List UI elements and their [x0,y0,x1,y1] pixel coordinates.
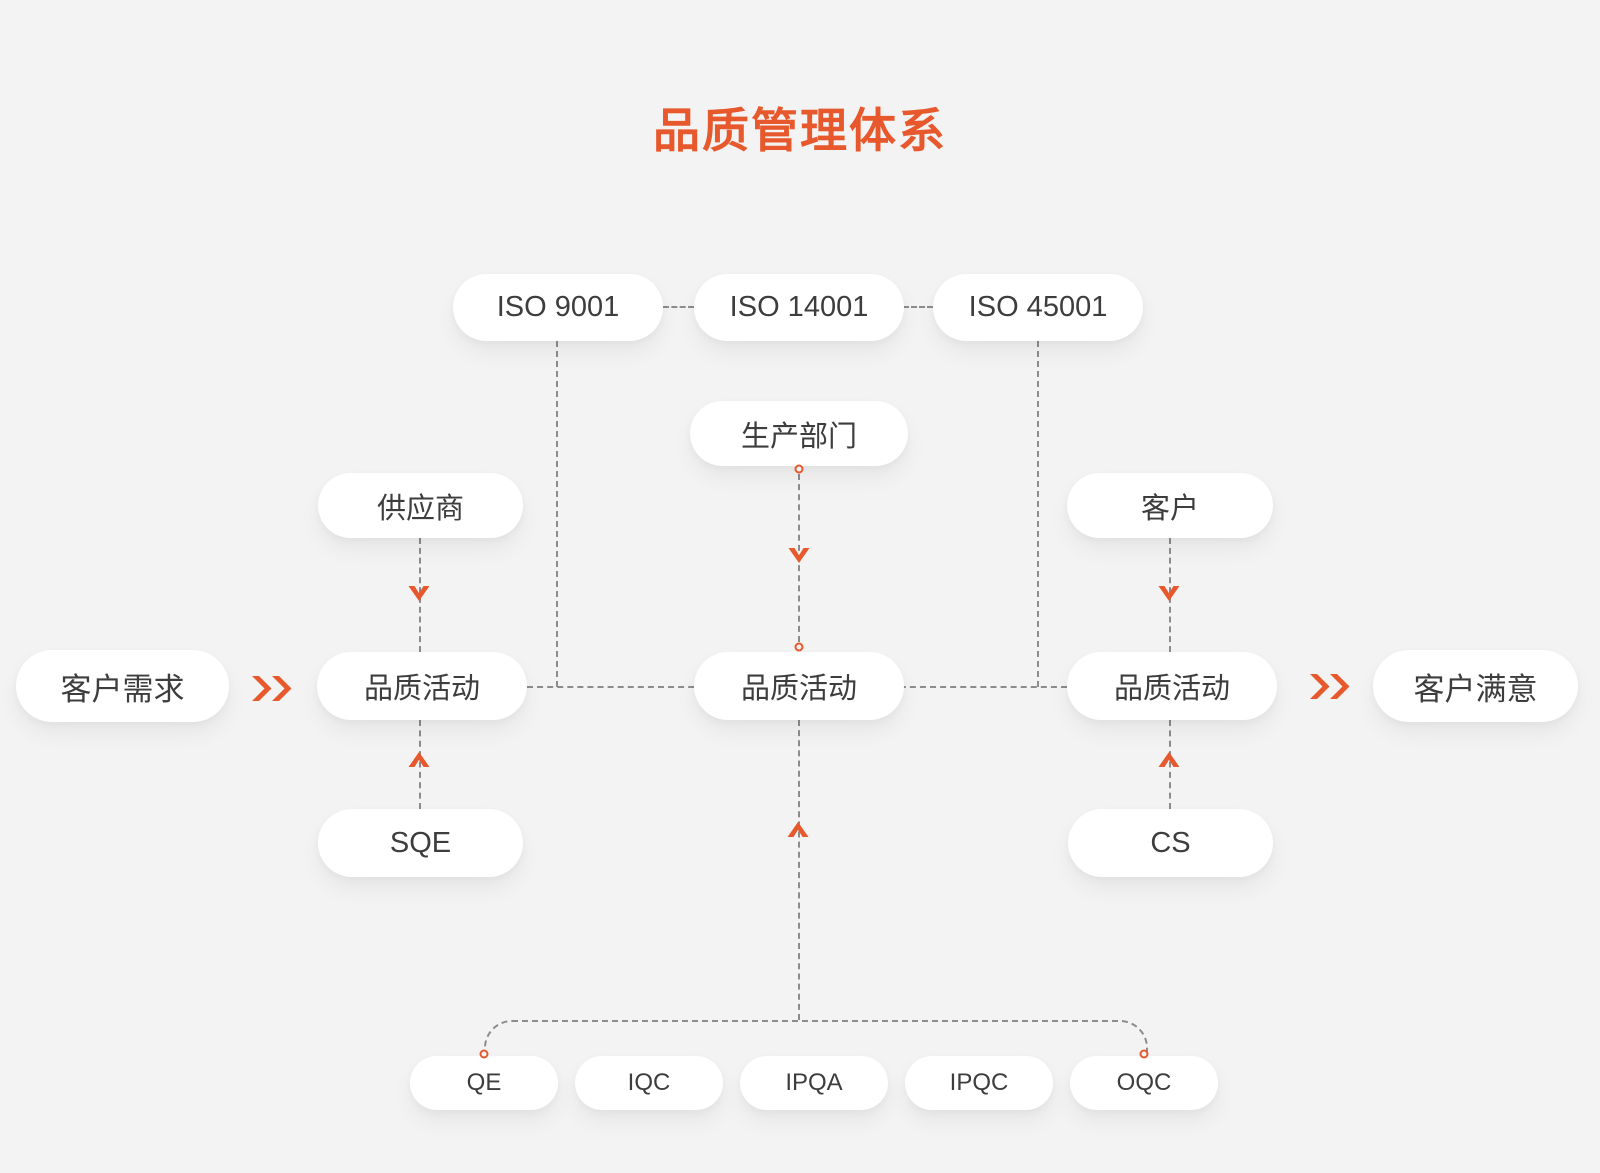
connector-quality-bottom [798,720,800,1020]
node-iso-9001: ISO 9001 [453,274,663,341]
double-arrow-right-icon [1310,674,1350,699]
connector-sqe-quality [419,720,421,809]
connector-cs-quality [1169,720,1171,809]
arrow-down-icon [408,586,430,601]
node-supplier: 供应商 [318,473,523,538]
node-iqc: IQC [575,1056,723,1110]
connector-iso9001-drop [556,341,558,687]
node-ipqc: IPQC [905,1056,1053,1110]
node-iso-14001: ISO 14001 [694,274,904,341]
node-sqe: SQE [318,809,523,877]
connector-bottom-branch [484,1020,1148,1056]
arrow-up-icon [408,752,430,767]
page-title: 品质管理体系 [653,104,947,157]
node-production-dept: 生产部门 [690,401,908,466]
node-quality-activity-right: 品质活动 [1067,652,1277,720]
node-quality-activity-center: 品质活动 [694,652,904,720]
node-ipqa: IPQA [740,1056,888,1110]
node-qe: QE [410,1056,558,1110]
double-arrow-right-icon [252,676,292,701]
connector-dot-icon [794,642,804,652]
node-customer: 客户 [1067,473,1273,538]
arrow-up-icon [787,822,809,837]
connector-dot-icon [794,464,804,474]
node-quality-activity-left: 品质活动 [317,652,527,720]
connector-dot-icon [479,1049,489,1059]
connector-dot-icon [1139,1049,1149,1059]
node-oqc: OQC [1070,1056,1218,1110]
connector-iso45001-drop [1037,341,1039,687]
node-customer-satisfaction: 客户满意 [1373,650,1578,722]
arrow-down-icon [1158,586,1180,601]
arrow-down-icon [788,548,810,563]
node-iso-45001: ISO 45001 [933,274,1143,341]
node-cs: CS [1068,809,1273,877]
connector-iso9001-iso14001 [663,306,694,308]
node-customer-needs: 客户需求 [16,650,229,722]
arrow-up-icon [1158,752,1180,767]
connector-iso14001-iso45001 [903,306,933,308]
